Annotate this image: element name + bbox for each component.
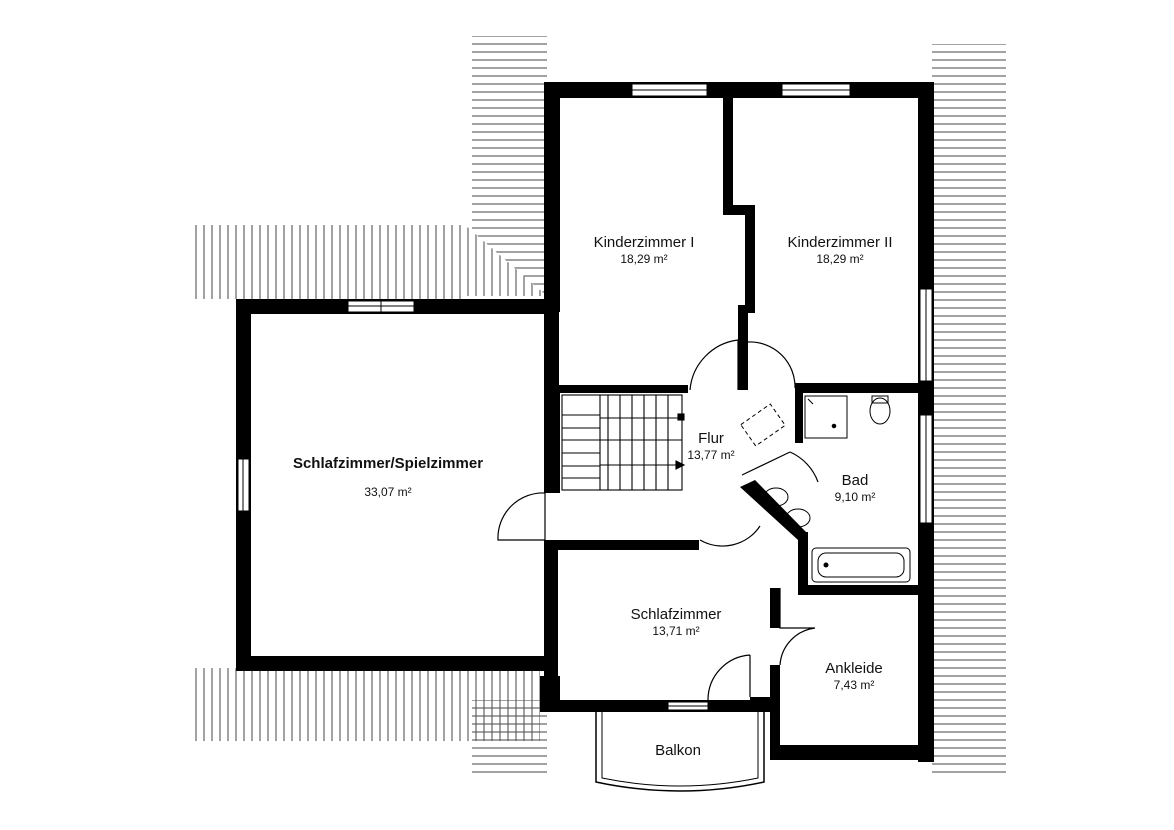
room-name: Schlafzimmer (630, 606, 722, 623)
room-label-schlafzimmer: Schlafzimmer 13,71 m² (631, 606, 722, 638)
windows (237, 83, 933, 711)
room-label-kinderzimmer-1: Kinderzimmer I 18,29 m² (594, 234, 695, 266)
room-area: 9,10 m² (834, 490, 876, 504)
room-label-flur: Flur 13,77 m² (687, 430, 734, 462)
room-area: 33,07 m² (364, 485, 412, 499)
room-name: Kinderzimmer II (787, 234, 893, 251)
room-name: Kinderzimmer I (593, 234, 695, 251)
room-area: 18,29 m² (816, 252, 864, 266)
room-label-bad: Bad 9,10 m² (835, 472, 876, 504)
staircase (561, 394, 686, 491)
room-area: 13,77 m² (687, 448, 735, 462)
room-label-ankleide: Ankleide 7,43 m² (825, 660, 883, 692)
room-label-schlafzimmer-spielzimmer: Schlafzimmer/Spielzimmer 33,07 m² (293, 455, 483, 499)
room-name: Schlafzimmer/Spielzimmer (292, 455, 484, 472)
room-area: 7,43 m² (833, 678, 875, 692)
attic-hatch (740, 403, 786, 447)
room-name: Ankleide (825, 660, 883, 677)
balcony-outline (595, 712, 765, 792)
roof-hatching (195, 36, 1006, 776)
room-label-balkon: Balkon (655, 742, 701, 760)
room-area: 13,71 m² (652, 624, 700, 638)
door-swings (497, 339, 819, 701)
room-name: Bad (841, 472, 869, 489)
room-name: Balkon (655, 742, 701, 759)
room-label-kinderzimmer-2: Kinderzimmer II 18,29 m² (787, 234, 892, 266)
room-area: 18,29 m² (620, 252, 668, 266)
bathroom-fixtures (763, 395, 911, 583)
room-name: Flur (698, 430, 724, 447)
